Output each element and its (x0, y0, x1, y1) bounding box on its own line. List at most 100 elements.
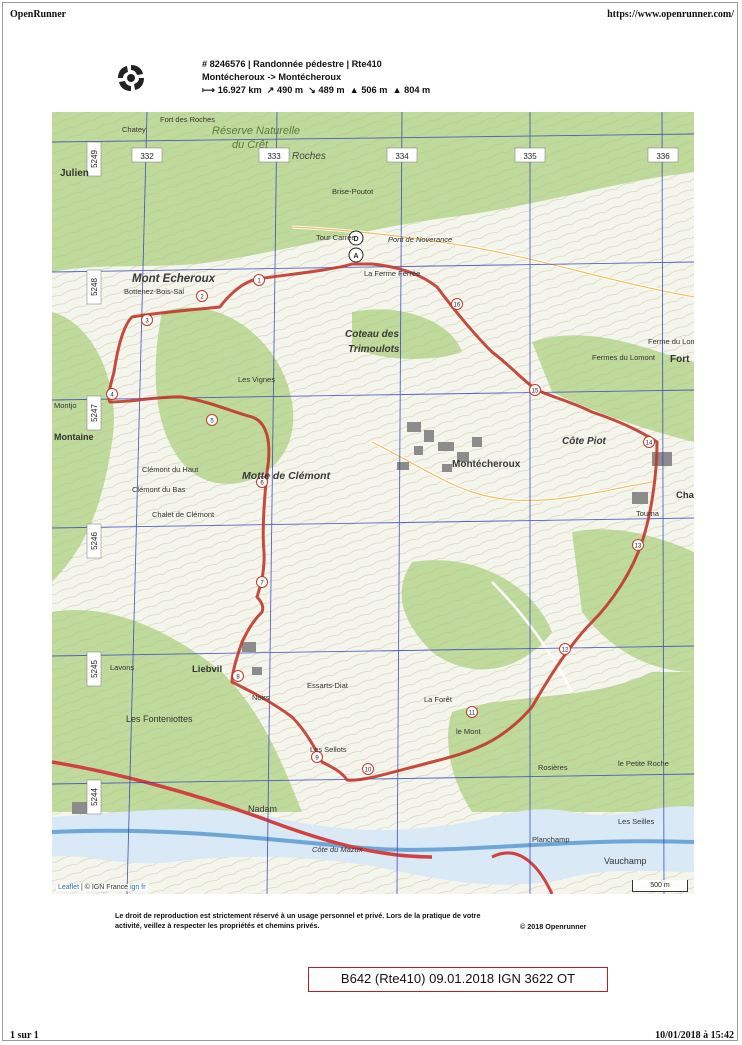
place-tourna: Tourna (636, 509, 660, 518)
ascent-icon: ↗ (266, 85, 275, 95)
grid-labels-top: 332 333 334 335 336 (131, 147, 679, 163)
place-roches: Roches (292, 151, 326, 162)
place-pont-de-noverance: Pont de Noverance (388, 235, 452, 244)
place-nadam: Nadam (248, 804, 277, 814)
stat-distance: 16.927 km (217, 85, 262, 95)
km-marker-6: 6 (256, 476, 268, 488)
stat-max-altitude: 804 m (404, 85, 431, 95)
km-marker-4: 4 (106, 388, 118, 400)
min-altitude-icon: ▲ (349, 85, 359, 95)
place-la-foret: La Forêt (424, 695, 453, 704)
header-site-name: OpenRunner (10, 9, 67, 20)
main-road-red-east (491, 851, 554, 894)
place-trimoulots: Trimoulots (348, 344, 400, 355)
place-lavons: Lavons (110, 663, 134, 672)
topo-map[interactable]: 332 333 334 335 336 5249 5248 5247 5246 … (52, 112, 694, 894)
svg-text:7: 7 (260, 581, 264, 587)
route-info: # 8246576 | Randonnée pédestre | Rte410 … (202, 58, 430, 97)
km-marker-13: 13 (632, 539, 644, 551)
stat-descent: 489 m (318, 85, 345, 95)
footer-timestamp: 10/01/2018 à 15:42 (655, 1030, 734, 1041)
svg-text:A: A (353, 253, 358, 260)
village-montecheroux (72, 422, 672, 814)
header-url: https://www.openrunner.com/ (607, 9, 734, 20)
km-markers: 1 2 3 4 5 6 7 8 9 10 11 12 13 14 15 16 (106, 274, 655, 775)
place-mont-echeroux: Mont Echeroux (132, 273, 216, 285)
footer-page-number: 1 sur 1 (10, 1030, 39, 1041)
contour-lines (52, 112, 694, 894)
start-end-markers[interactable]: D A (348, 230, 364, 263)
svg-text:14: 14 (646, 441, 653, 447)
place-clemont-du-bas: Clémont du Bas (132, 485, 186, 494)
svg-text:12: 12 (562, 648, 569, 654)
route-stats: ⟼ 16.927 km ↗ 490 m ↘ 489 m ▲ 506 m ▲ 80… (202, 84, 430, 97)
svg-text:13: 13 (635, 544, 642, 550)
place-la-ferme-ferree: La Ferme Ferrée (364, 269, 420, 278)
place-cote-du-mazux: Côte du Mazux (312, 845, 363, 854)
place-labels-bold: Mont Echeroux Coteau des Trimoulots Mott… (132, 125, 607, 482)
place-chatey: Chatey (122, 125, 146, 134)
svg-text:6: 6 (260, 481, 264, 487)
grid-label-5248: 5248 (90, 278, 99, 296)
km-marker-11: 11 (466, 706, 478, 718)
max-altitude-icon: ▲ (392, 85, 402, 95)
place-montecheroux: Montécheroux (452, 459, 521, 470)
svg-text:4: 4 (110, 393, 114, 399)
place-fermes-du-lomont: Fermes du Lomont (592, 353, 656, 362)
km-marker-8: 8 (232, 670, 244, 682)
svg-text:11: 11 (469, 711, 476, 717)
svg-text:D: D (353, 236, 358, 243)
place-clemont-du-haut: Clémont du Haut (142, 465, 199, 474)
grid-label-5244: 5244 (90, 788, 99, 806)
stat-ascent: 490 m (277, 85, 304, 95)
km-marker-2: 2 (196, 290, 208, 302)
place-noirs: Noirs (252, 693, 270, 702)
map-view[interactable]: 332 333 334 335 336 5249 5248 5247 5246 … (52, 112, 694, 894)
route-path[interactable] (107, 262, 659, 782)
km-marker-3: 3 (141, 314, 153, 326)
km-marker-7: 7 (256, 576, 268, 588)
grid-labels-left: 5249 5248 5247 5246 5245 5244 (86, 141, 102, 815)
grid-label-5249: 5249 (90, 150, 99, 168)
place-bottenez: Bottenez-Bois-Sal (124, 287, 184, 296)
km-marker-12: 12 (559, 643, 571, 655)
place-essarts-diat: Essarts-Diat (307, 681, 349, 690)
svg-text:5: 5 (210, 419, 214, 425)
place-chalet-de-clemont: Chalet de Clémont (152, 510, 215, 519)
place-fort-des-roches: Fort des Roches (160, 115, 215, 124)
km-marker-1: 1 (253, 274, 265, 286)
svg-text:9: 9 (315, 756, 319, 762)
map-attribution: Leaflet | © IGN France ign fr (56, 884, 148, 891)
place-fort: Fort (670, 354, 690, 365)
place-les-seilles: Les Seilles (618, 817, 655, 826)
grid-label-336: 336 (656, 152, 670, 161)
km-marker-5: 5 (206, 414, 218, 426)
leaflet-link[interactable]: Leaflet (58, 884, 80, 891)
ign-link[interactable]: ign fr (129, 884, 146, 891)
place-petite-roche: le Petite Roche (618, 759, 669, 768)
place-les-sellots: Les Sellots (310, 745, 347, 754)
attribution-text: | © IGN France (80, 884, 129, 891)
place-brise-poutot: Brise-Poutot (332, 187, 374, 196)
handwritten-stamp-box: B642 (Rte410) 09.01.2018 IGN 3622 OT (308, 967, 608, 992)
km-marker-14: 14 (643, 436, 655, 448)
svg-text:2: 2 (200, 295, 204, 301)
grid-label-332: 332 (140, 152, 154, 161)
svg-text:8: 8 (236, 675, 240, 681)
copyright: © 2018 Openrunner (520, 922, 587, 931)
route-title: # 8246576 | Randonnée pédestre | Rte410 (202, 59, 382, 69)
place-planchamp: Planchamp (532, 835, 570, 844)
grid-label-5245: 5245 (90, 660, 99, 678)
svg-text:3: 3 (145, 319, 149, 325)
svg-text:10: 10 (365, 768, 372, 774)
grid-label-335: 335 (523, 152, 537, 161)
grid-label-5246: 5246 (90, 532, 99, 550)
place-rosieres: Rosières (538, 763, 568, 772)
grid-label-334: 334 (395, 152, 409, 161)
place-les-fonteniottes: Les Fonteniottes (126, 714, 193, 724)
km-marker-9: 9 (311, 751, 323, 763)
place-coteau-des: Coteau des (345, 329, 399, 340)
place-julien: Julien (60, 168, 89, 179)
openrunner-logo-icon (118, 65, 144, 91)
